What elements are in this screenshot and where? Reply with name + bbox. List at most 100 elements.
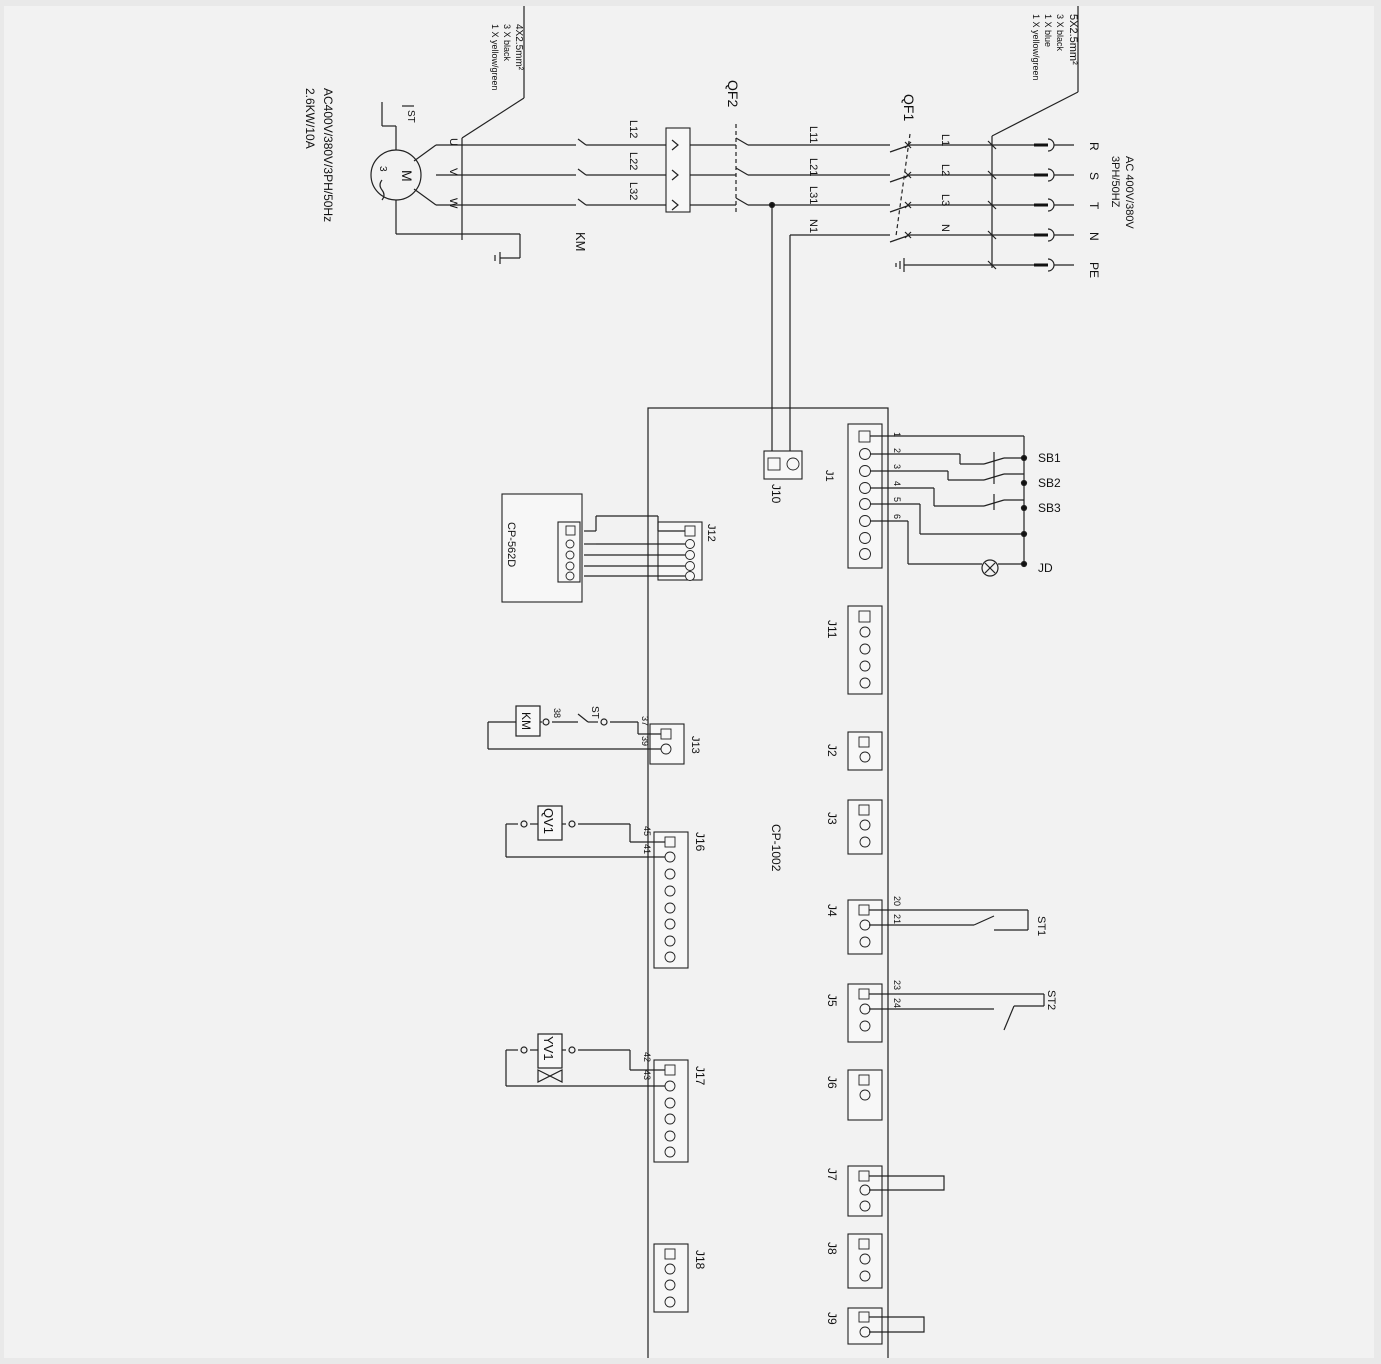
connector-j12: J12 — [657, 521, 717, 581]
motor-spec-line-1: AC400V/380V/3PH/50Hz — [321, 88, 335, 222]
j1-pin-5: 5 — [892, 497, 902, 502]
j1-pin-4: 4 — [892, 481, 902, 486]
j13-pin-37: 37 — [640, 716, 650, 726]
yv1-circuit — [505, 1033, 665, 1087]
motor-spec-line-2: 2.6KW/10A — [303, 88, 317, 149]
st1-label: ST1 — [1035, 916, 1047, 936]
j13-pin-38: 38 — [552, 708, 562, 718]
connector-j17: J17 42 43 — [642, 1052, 707, 1163]
qf1-out-l1: L1 — [939, 134, 951, 146]
j5-pin-24: 24 — [892, 998, 902, 1008]
j4-pin-21: 21 — [892, 914, 902, 924]
connector-j8: J8 — [825, 1233, 883, 1289]
supply-cable-line-3: 1 X blue — [1043, 14, 1053, 47]
connector-j16: J16 45 41 — [642, 826, 707, 969]
j5-label: J5 — [825, 994, 839, 1007]
j13-pin-39: 39 — [640, 736, 650, 746]
supply-spec-line-2: 3PH/50HZ — [1109, 156, 1121, 208]
motor-terminal-v: V — [447, 168, 459, 176]
breaker-qf1: QF1 L1 L2 L3 N — [889, 94, 951, 243]
j3-label: J3 — [825, 812, 839, 825]
j8-label: J8 — [825, 1242, 839, 1255]
j10-label: J10 — [769, 484, 783, 504]
motor-cable-line-3: 1 X yellow/green — [490, 24, 500, 91]
j7-label: J7 — [825, 1168, 839, 1181]
motor-cable-line-2: 3 X black — [502, 24, 512, 62]
j16-pin-45: 45 — [642, 826, 652, 836]
controller-label: CP-1002 — [769, 824, 783, 872]
connector-j10: J10 — [763, 450, 803, 504]
qf2-in-n1: N1 — [807, 219, 819, 233]
motor-cable: 4X2.5mm² 3 X black 1 X yellow/green — [461, 6, 525, 240]
j13-coil-km: KM — [519, 712, 533, 730]
motor: U V W M 3 ST — [370, 102, 521, 264]
j16-label: J16 — [693, 832, 707, 852]
st2-wiring — [869, 993, 1045, 1031]
motor-terminal-w: W — [447, 198, 459, 209]
phase-terminals: R S T N PE — [1087, 142, 1101, 278]
qf2-in-l21: L21 — [807, 158, 819, 176]
j11-label: J11 — [825, 620, 839, 639]
supply-input: 5X2.5mm² 3 X black 1 X blue 1 X yellow/g… — [895, 6, 1135, 278]
motor-terminal-u: U — [447, 138, 459, 146]
connector-j7: J7 — [825, 1165, 945, 1217]
connector-j1: J1 1 2 3 4 5 6 — [823, 423, 902, 569]
j17-label: J17 — [693, 1066, 707, 1086]
km-in-l32: L32 — [627, 182, 639, 200]
connector-j6: J6 — [825, 1069, 883, 1121]
qv1-label: QV1 — [541, 808, 556, 834]
motor-cable-line-1: 4X2.5mm² — [513, 24, 524, 71]
wiring-diagram: 5X2.5mm² 3 X black 1 X blue 1 X yellow/g… — [303, 6, 1135, 1358]
qf1-out-l2: L2 — [939, 164, 951, 176]
phase-s-label: S — [1087, 172, 1101, 180]
display-cp562d: CP-562D — [501, 493, 583, 603]
km-coil-circuit — [487, 705, 661, 750]
j1-label: J1 — [823, 470, 835, 482]
st1-wiring — [869, 909, 1029, 931]
qf1-out-n: N — [939, 224, 951, 232]
j13-thermal: ST — [589, 706, 600, 719]
j4-pin-20: 20 — [892, 896, 902, 906]
connector-j3: J3 — [825, 799, 883, 855]
j17-pin-43: 43 — [642, 1070, 652, 1080]
contactor-km: KM — [462, 138, 588, 252]
j4-label: J4 — [825, 904, 839, 917]
breaker-qf2: QF2 — [586, 80, 749, 213]
switch-sb1: SB1 — [1038, 451, 1061, 465]
connector-j5: J5 23 24 — [825, 980, 902, 1043]
j2-label: J2 — [825, 744, 839, 757]
motor-m: M — [399, 170, 415, 182]
km-label: KM — [573, 232, 588, 252]
display-model: CP-562D — [505, 522, 517, 567]
qf2-in-l31: L31 — [807, 186, 819, 204]
j18-label: J18 — [693, 1250, 707, 1270]
phase-pe-label: PE — [1087, 262, 1101, 278]
supply-spec-line-1: AC 400V/380V — [1123, 156, 1135, 229]
j17-pin-42: 42 — [642, 1052, 652, 1062]
j12-label: J12 — [705, 524, 717, 542]
j5-pin-23: 23 — [892, 980, 902, 990]
display-cable — [584, 515, 685, 577]
qf2-in-l11: L11 — [807, 126, 819, 144]
j9-label: J9 — [825, 1312, 839, 1325]
qf2-label: QF2 — [725, 80, 741, 107]
connector-j11: J11 — [825, 605, 883, 695]
yv1-label: YV1 — [541, 1036, 556, 1061]
km-in-l12: L12 — [627, 120, 639, 138]
phase-r-label: R — [1087, 142, 1101, 151]
connector-j13: J13 37 39 — [640, 716, 701, 765]
connector-j9: J9 — [825, 1307, 925, 1345]
motor-thermal-label: ST — [405, 110, 416, 123]
j1-pin-2: 2 — [892, 448, 902, 453]
switch-sb3: SB3 — [1038, 501, 1061, 515]
connector-j18: J18 — [653, 1243, 707, 1313]
j16-pin-41: 41 — [642, 844, 652, 854]
lamp-jd: JD — [1038, 561, 1053, 575]
pushbutton-wiring — [870, 435, 1028, 577]
km-in-l22: L22 — [627, 152, 639, 170]
drawing-sheet: 5X2.5mm² 3 X black 1 X blue 1 X yellow/g… — [4, 6, 1374, 1358]
st2-label: ST2 — [1045, 990, 1057, 1010]
supply-cable-line-1: 5X2.5mm² — [1067, 14, 1079, 65]
supply-cable-line-2: 3 X black — [1055, 14, 1065, 52]
connector-j2: J2 — [825, 731, 883, 771]
